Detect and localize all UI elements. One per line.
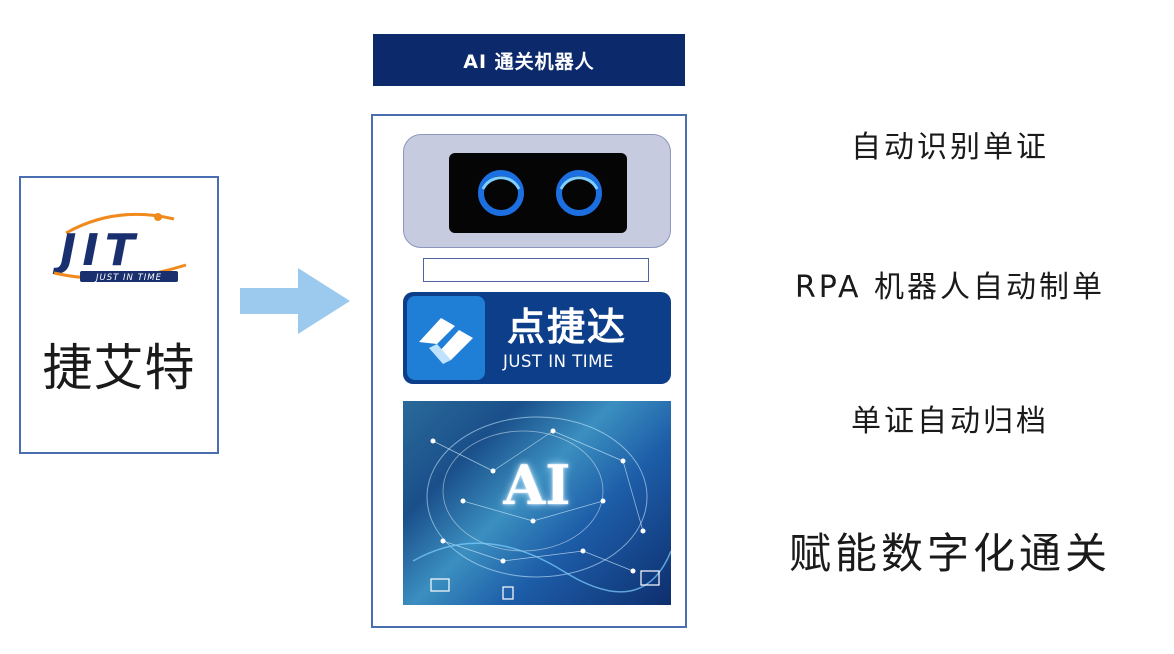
robot-eye-left-icon: [478, 170, 524, 216]
feature-item: 单证自动归档: [851, 404, 1049, 439]
feature-item: RPA 机器人自动制单: [794, 270, 1106, 305]
brand-tagline: JUST IN TIME: [503, 352, 614, 371]
jit-logo: JIT JUST IN TIME: [52, 212, 187, 283]
robot-visor: [449, 153, 627, 233]
feature-item: 自动识别单证: [851, 130, 1049, 165]
robot-title: AI 通关机器人: [373, 34, 685, 86]
brand-logo-icon: [407, 296, 485, 380]
robot-neck-bar: [423, 258, 649, 282]
brand-name: 点捷达: [507, 305, 628, 349]
company-box: JIT JUST IN TIME 捷艾特: [19, 176, 219, 454]
logo-text: JIT: [52, 225, 141, 276]
robot-head: [403, 134, 671, 248]
robot-frame: 点捷达 JUST IN TIME AI: [371, 114, 687, 628]
feature-headline: 赋能数字化通关: [788, 529, 1111, 578]
brand-panel: 点捷达 JUST IN TIME: [403, 292, 671, 384]
logo-tagline: JUST IN TIME: [94, 273, 162, 283]
ai-label: AI: [503, 453, 571, 517]
robot-eye-right-icon: [556, 170, 602, 216]
right-arrow-icon: [240, 268, 350, 334]
company-name: 捷艾特: [42, 339, 196, 397]
ai-brain-image: AI: [403, 401, 671, 605]
